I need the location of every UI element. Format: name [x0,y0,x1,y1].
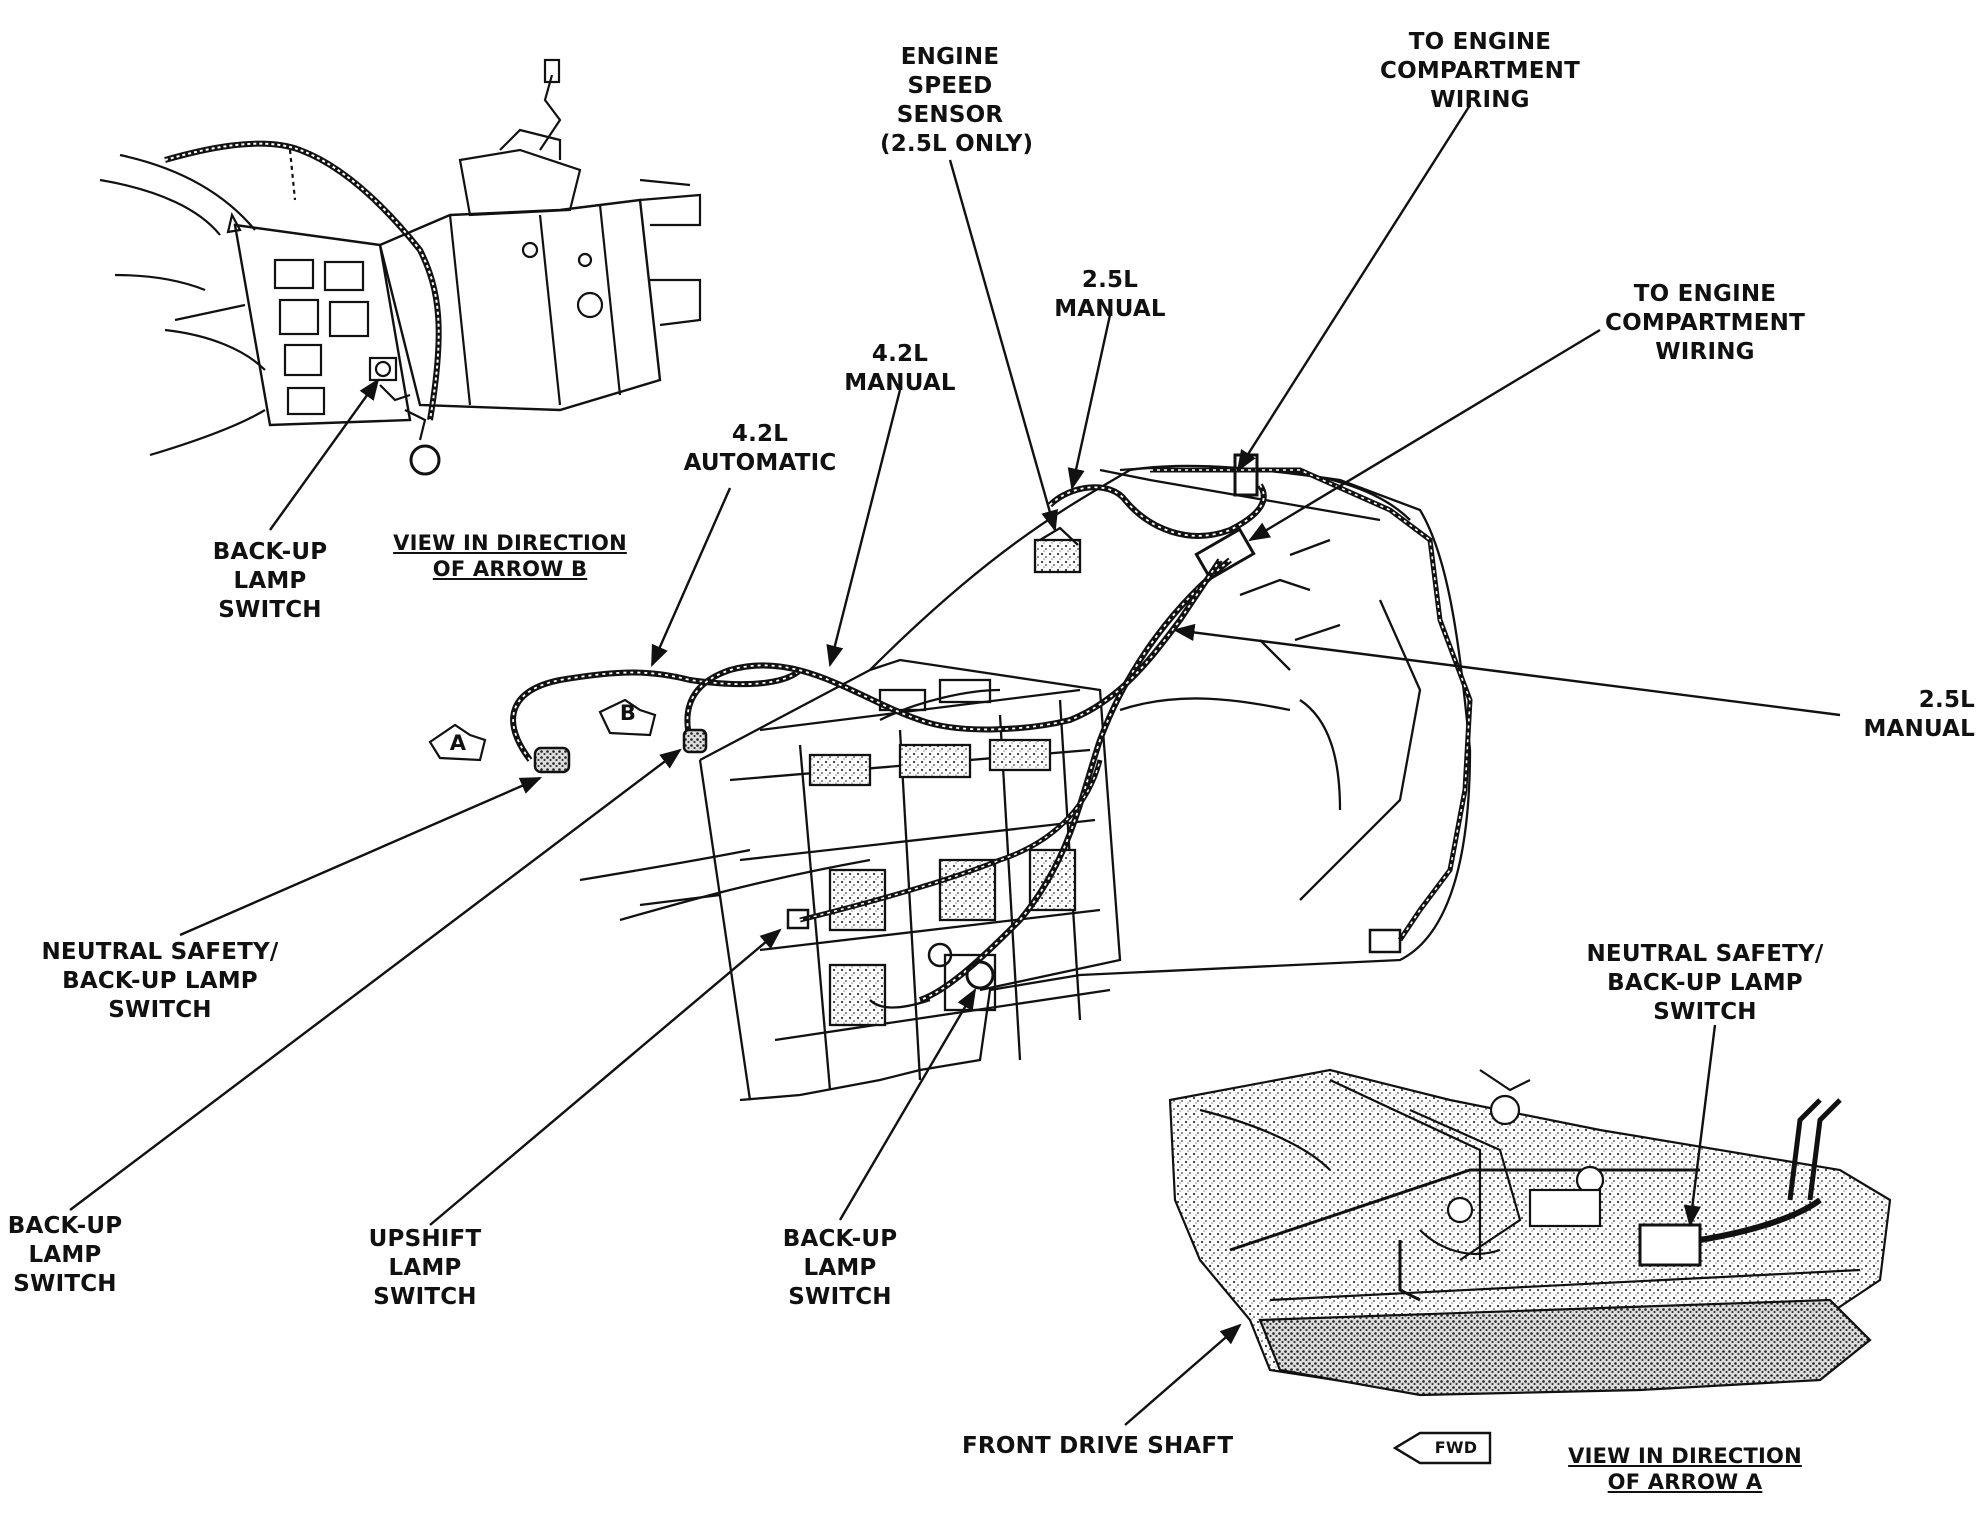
label-line: SWITCH [13,1271,117,1297]
backup-lamp-switch-inset-b-label: BACK-UP LAMP SWITCH [200,538,340,625]
label-line: MANUAL [1054,296,1166,322]
label-line: BACK-UP [782,1226,898,1252]
label-line: LAMP [803,1255,877,1281]
label-line: FWD [1434,1438,1478,1457]
label-line: SPEED [907,73,993,99]
upshift-lamp-switch-label: UPSHIFT LAMP SWITCH [360,1225,490,1312]
label-line: 4.2L [731,421,789,447]
arrow-a-marker: A [438,730,478,756]
main-transmission [428,453,1473,1102]
label-line: BACK-UP [7,1213,123,1239]
view-arrow-b-caption: VIEW IN DIRECTION OF ARROW B [385,530,635,582]
neutral-safety-left-label: NEUTRAL SAFETY/ BACK-UP LAMP SWITCH [30,938,290,1025]
label-line: VIEW IN DIRECTION [393,531,627,555]
automatic-42l-label: 4.2L AUTOMATIC [670,420,850,478]
label-line: SWITCH [373,1284,477,1310]
label-line: MANUAL [1863,716,1975,742]
manual-25l-top-label: 2.5L MANUAL [1040,266,1180,324]
label-line: SWITCH [218,597,322,623]
label-line: SWITCH [788,1284,892,1310]
label-line: WIRING [1655,339,1755,365]
label-line: SWITCH [108,997,212,1023]
label-line: LAMP [233,568,307,594]
label-line: UPSHIFT [368,1226,482,1252]
label-line: B [619,701,637,725]
label-line: 2.5L [1081,267,1139,293]
label-line: LAMP [388,1255,462,1281]
label-line: BACK-UP [212,539,328,565]
backup-lamp-switch-center-label: BACK-UP LAMP SWITCH [775,1225,905,1312]
label-line: TO ENGINE [1408,29,1552,55]
label-line: COMPARTMENT [1380,58,1580,84]
label-line: BACK-UP LAMP [1607,970,1803,996]
label-line: SWITCH [1653,999,1757,1025]
view-arrow-a-caption: VIEW IN DIRECTION OF ARROW A [1560,1443,1810,1495]
label-line: NEUTRAL SAFETY/ [41,939,279,965]
leader-lines [69,104,1841,1426]
label-line: OF ARROW A [1607,1470,1763,1494]
label-line: 4.2L [871,341,929,367]
label-line: (2.5L ONLY) [880,131,1034,157]
label-line: TO ENGINE [1633,281,1777,307]
label-line: MANUAL [844,370,956,396]
label-line: WIRING [1430,87,1530,113]
label-line: BACK-UP LAMP [62,968,258,994]
label-line: LAMP [28,1242,102,1268]
inset-view-b [99,58,702,476]
engine-speed-sensor-label: ENGINE SPEED SENSOR (2.5L ONLY) [880,43,1034,159]
label-line: OF ARROW B [432,557,588,581]
label-line: ENGINE [900,44,1000,70]
to-engine-compartment-wiring-top-label: TO ENGINE COMPARTMENT WIRING [1360,28,1600,115]
label-line: NEUTRAL SAFETY/ [1586,941,1824,967]
front-drive-shaft-label: FRONT DRIVE SHAFT [962,1432,1262,1461]
label-line: A [449,731,467,755]
arrow-b-marker: B [608,700,648,726]
label-line: SENSOR [896,102,1004,128]
to-engine-compartment-wiring-right-label: TO ENGINE COMPARTMENT WIRING [1585,280,1825,367]
label-line: COMPARTMENT [1605,310,1805,336]
backup-lamp-switch-left-label: BACK-UP LAMP SWITCH [0,1212,130,1299]
manual-42l-label: 4.2L MANUAL [830,340,970,398]
neutral-safety-right-label: NEUTRAL SAFETY/ BACK-UP LAMP SWITCH [1565,940,1845,1027]
fwd-arrow-marker: FWD [1424,1435,1488,1461]
label-line: 2.5L [1918,687,1975,713]
inset-view-a [1168,1068,1892,1465]
label-line: VIEW IN DIRECTION [1568,1444,1802,1468]
manual-25l-right-label: 2.5L MANUAL [1800,686,1975,744]
label-line: FRONT DRIVE SHAFT [962,1433,1234,1459]
label-line: AUTOMATIC [683,450,837,476]
